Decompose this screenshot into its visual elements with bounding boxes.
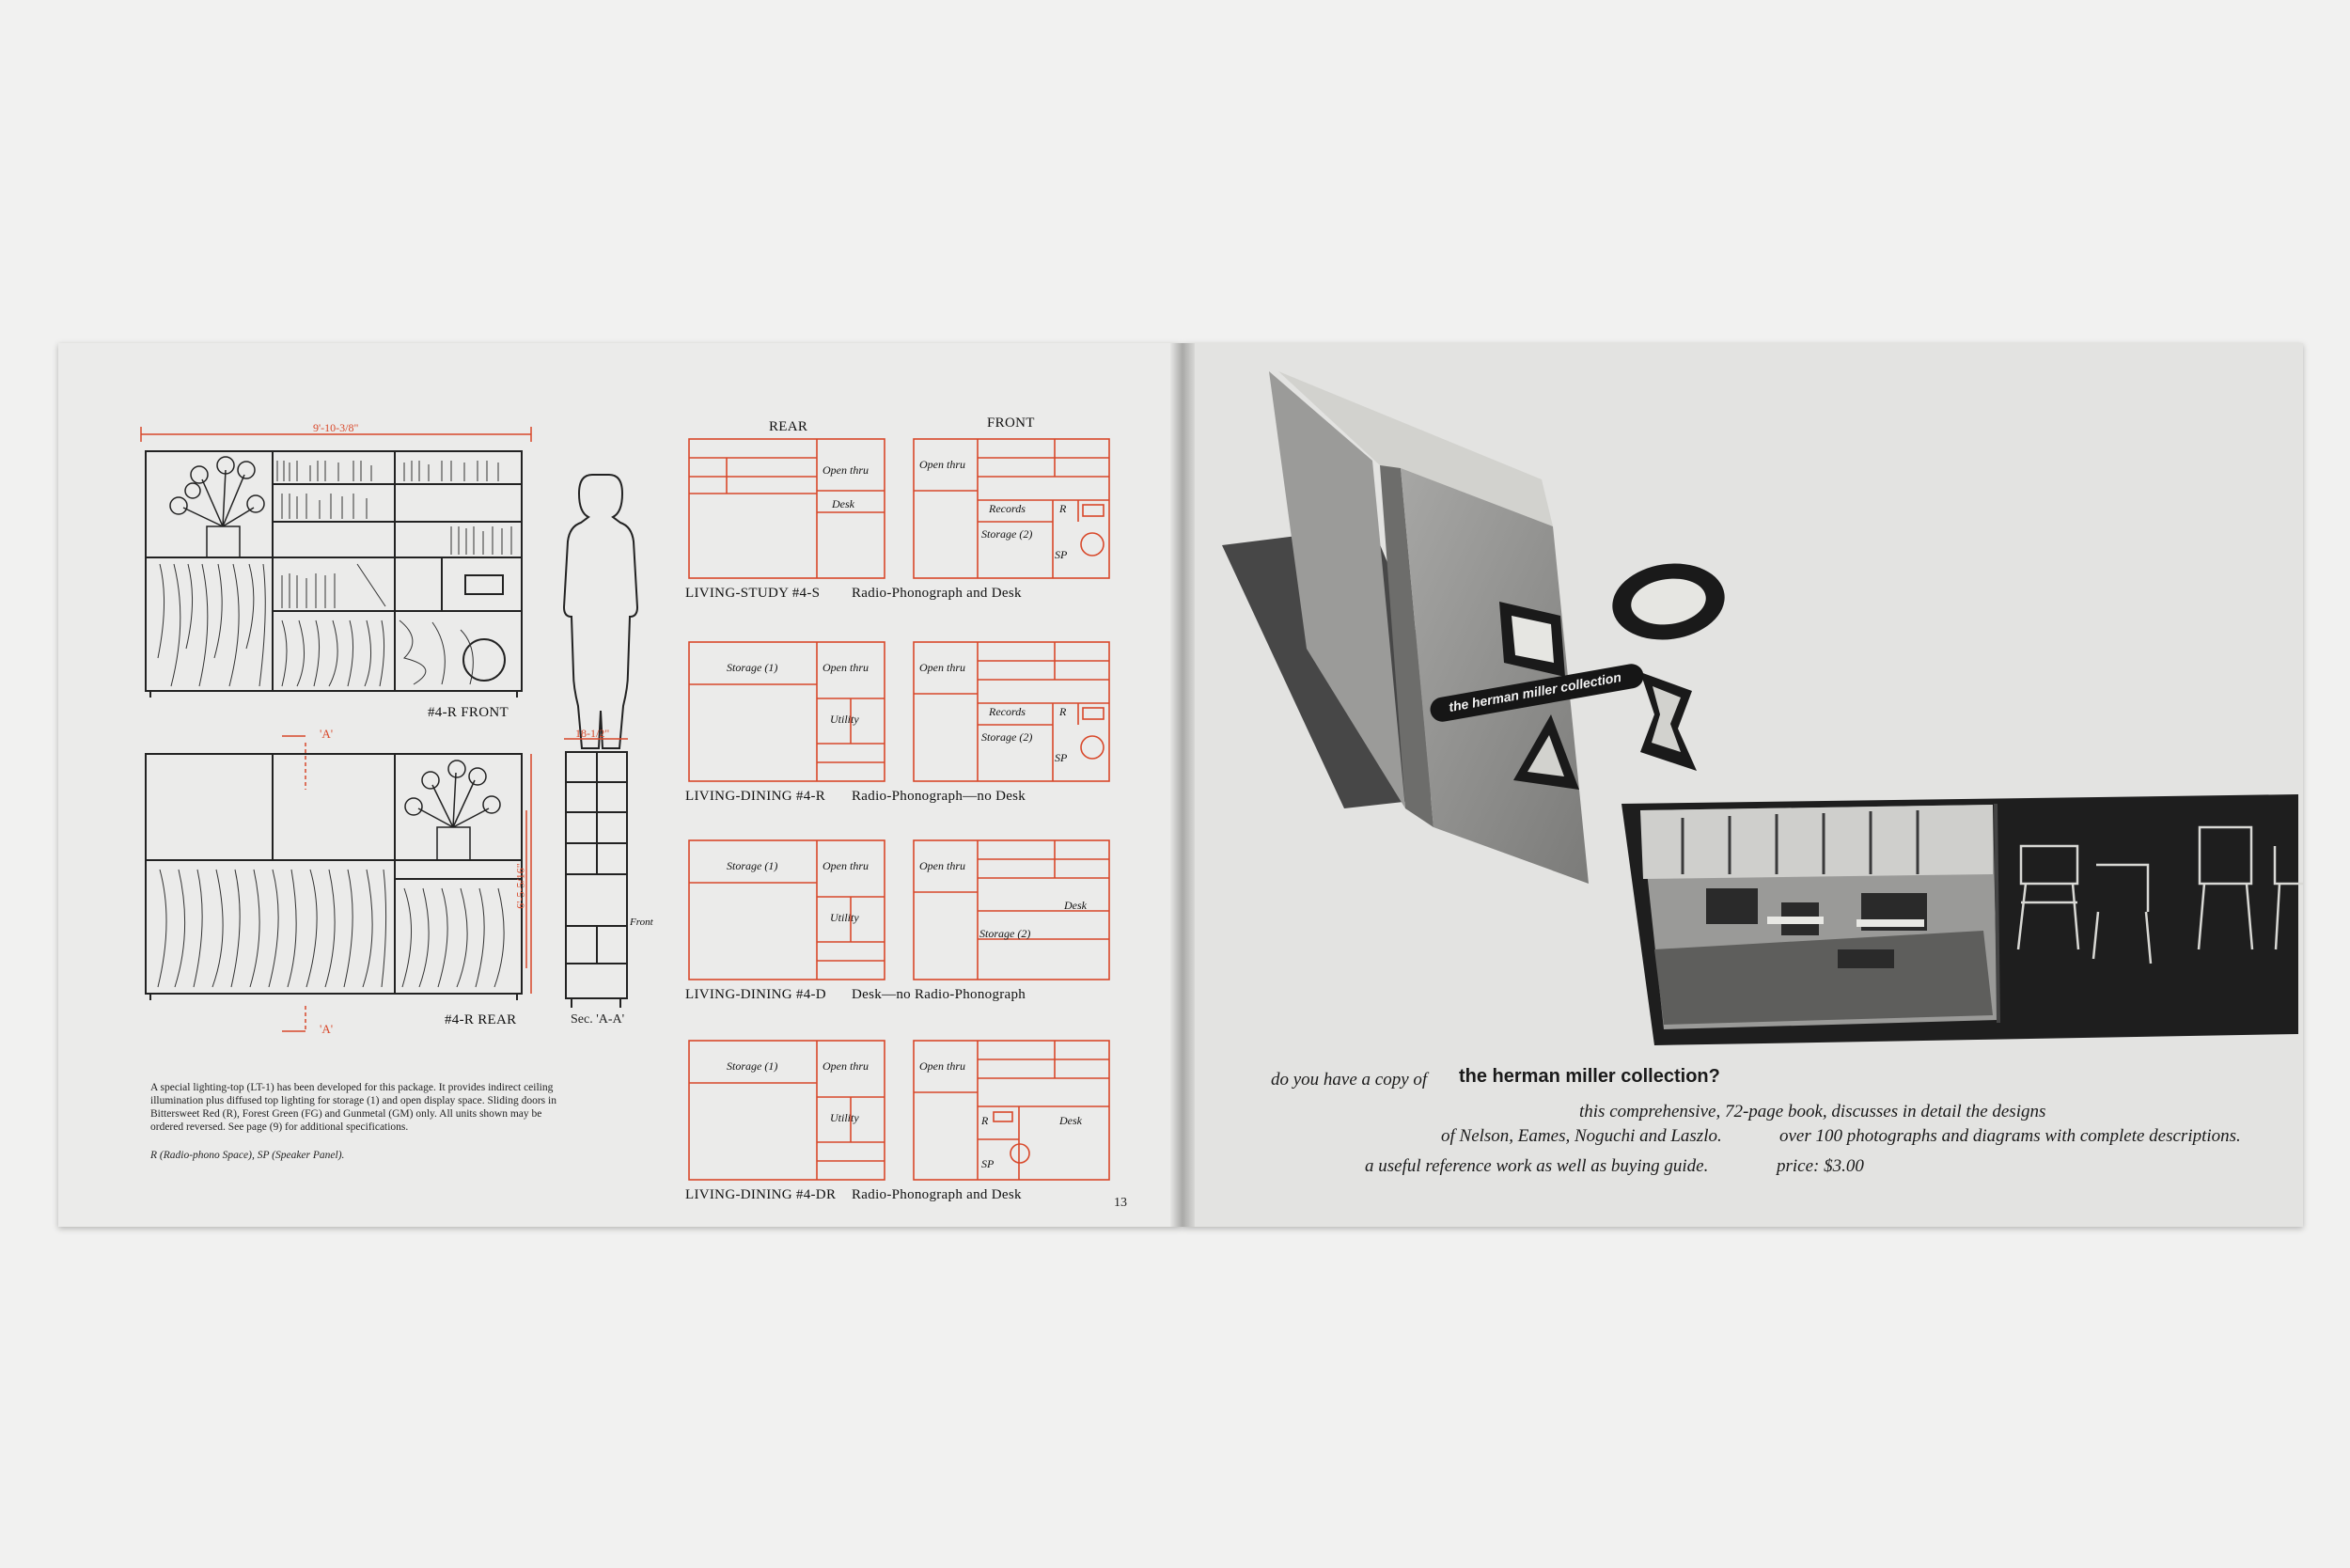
promo-line-4a: a useful reference work as well as buyin…: [1365, 1156, 1709, 1176]
plan-radio-symbol: [1082, 504, 1104, 517]
section-label: Sec. 'A-A': [571, 1012, 625, 1027]
plan-cell-label: Open thru: [822, 661, 869, 674]
specification-note: A special lighting-top (LT-1) has been d…: [150, 1082, 556, 1133]
plan-speaker-symbol: [1080, 735, 1104, 760]
plan-front-outline: [913, 641, 1110, 782]
plan-radio-symbol: [1082, 707, 1104, 720]
plan-front-outline: [913, 438, 1110, 579]
plan-column-rear: REAR: [769, 419, 808, 434]
section-a-a-drawing: [525, 738, 628, 1008]
front-elevation-drawing: [140, 427, 532, 698]
plan-rear-outline: [688, 641, 885, 782]
plan-cell-label: Storage (1): [727, 661, 778, 674]
plan-cell-label: Storage (1): [727, 1059, 778, 1073]
plan-column-front: FRONT: [987, 416, 1035, 431]
promo-lead: do you have a copy of: [1271, 1070, 1428, 1090]
plan-cell-label: Desk: [832, 497, 854, 510]
plan-caption: LIVING-DINING #4-DR: [685, 1187, 837, 1202]
plan-description: Desk—no Radio-Phonograph: [852, 987, 1026, 1002]
cover-shapes: [1499, 563, 1725, 790]
left-page: [58, 343, 1182, 1227]
plan-cell-label: SP: [1055, 548, 1068, 561]
plan-cell-label: Utility: [830, 911, 859, 924]
specification-legend: R (Radio-phono Space), SP (Speaker Panel…: [150, 1150, 345, 1161]
plan-cell-label: R: [981, 1114, 989, 1127]
plan-cell-label: SP: [981, 1157, 995, 1170]
plan-rear-outline: [688, 1040, 885, 1181]
section-width-label: 18-1/2": [575, 727, 610, 740]
plan-description: Radio-Phonograph and Desk: [852, 586, 1022, 601]
plan-cell-label: Desk: [1059, 1114, 1082, 1127]
promo-line-4b: price: $3.00: [1777, 1156, 1864, 1176]
section-side-label: Front: [630, 917, 653, 928]
plan-cell-label: Open thru: [919, 661, 965, 674]
plan-cell-label: Open thru: [822, 463, 869, 477]
plan-front-outline: [913, 839, 1110, 980]
human-scale-figure: [562, 474, 639, 749]
plan-front-outline: [913, 1040, 1110, 1181]
plan-description: Radio-Phonograph—no Desk: [852, 789, 1026, 804]
binding-gutter: [1170, 343, 1195, 1227]
page-number: 13: [1114, 1196, 1127, 1210]
plan-description: Radio-Phonograph and Desk: [852, 1187, 1022, 1202]
plan-cell-label: Open thru: [919, 1059, 965, 1073]
front-elevation-label: #4-R FRONT: [428, 705, 509, 720]
promo-line-3b: over 100 photographs and diagrams with c…: [1779, 1126, 2241, 1146]
section-marker-bottom: 'A': [320, 1022, 334, 1036]
rear-elevation-drawing: [145, 735, 532, 1032]
plan-cell-label: Records: [989, 705, 1026, 718]
plan-cell-label: R: [1059, 502, 1067, 515]
plan-rear-outline: [688, 839, 885, 980]
plan-caption: LIVING-DINING #4-D: [685, 987, 826, 1002]
front-dimension-label: 9'-10-3/8": [313, 421, 359, 434]
plan-cell-label: Storage (2): [981, 730, 1033, 744]
promo-book-title-text: the herman miller collection?: [1459, 1066, 1720, 1087]
plan-cell-label: Storage (2): [981, 527, 1033, 541]
plan-cell-label: Open thru: [822, 1059, 869, 1073]
promo-book-title: the herman miller collection?: [1459, 1066, 1720, 1088]
plan-caption: LIVING-DINING #4-R: [685, 789, 826, 804]
plan-diagrams: [688, 438, 1110, 1181]
plan-cell-label: Utility: [830, 713, 859, 726]
plan-caption: LIVING-STUDY #4-S: [685, 586, 821, 601]
plan-rear-outline: [688, 438, 885, 579]
plan-cell-label: SP: [1055, 751, 1068, 764]
plan-cell-label: R: [1059, 705, 1067, 718]
plan-cell-label: Open thru: [919, 458, 965, 471]
plan-cell-label: Storage (2): [979, 927, 1031, 940]
plan-cell-label: Desk: [1064, 899, 1087, 912]
plan-cell-label: Open thru: [822, 859, 869, 872]
promo-line-2: this comprehensive, 72-page book, discus…: [1579, 1102, 2046, 1121]
section-marker-top: 'A': [320, 727, 334, 741]
promo-line-3a: of Nelson, Eames, Noguchi and Laszlo.: [1441, 1126, 1722, 1146]
plan-cell-label: Utility: [830, 1111, 859, 1124]
plan-cell-label: Storage (1): [727, 859, 778, 872]
plan-cell-label: Open thru: [919, 859, 965, 872]
plan-speaker-symbol: [1080, 532, 1104, 557]
plan-speaker-symbol: [1010, 1143, 1030, 1164]
rear-elevation-label: #4-R REAR: [445, 1012, 517, 1027]
plan-cell-label: Records: [989, 502, 1026, 515]
plan-radio-symbol: [993, 1111, 1013, 1122]
